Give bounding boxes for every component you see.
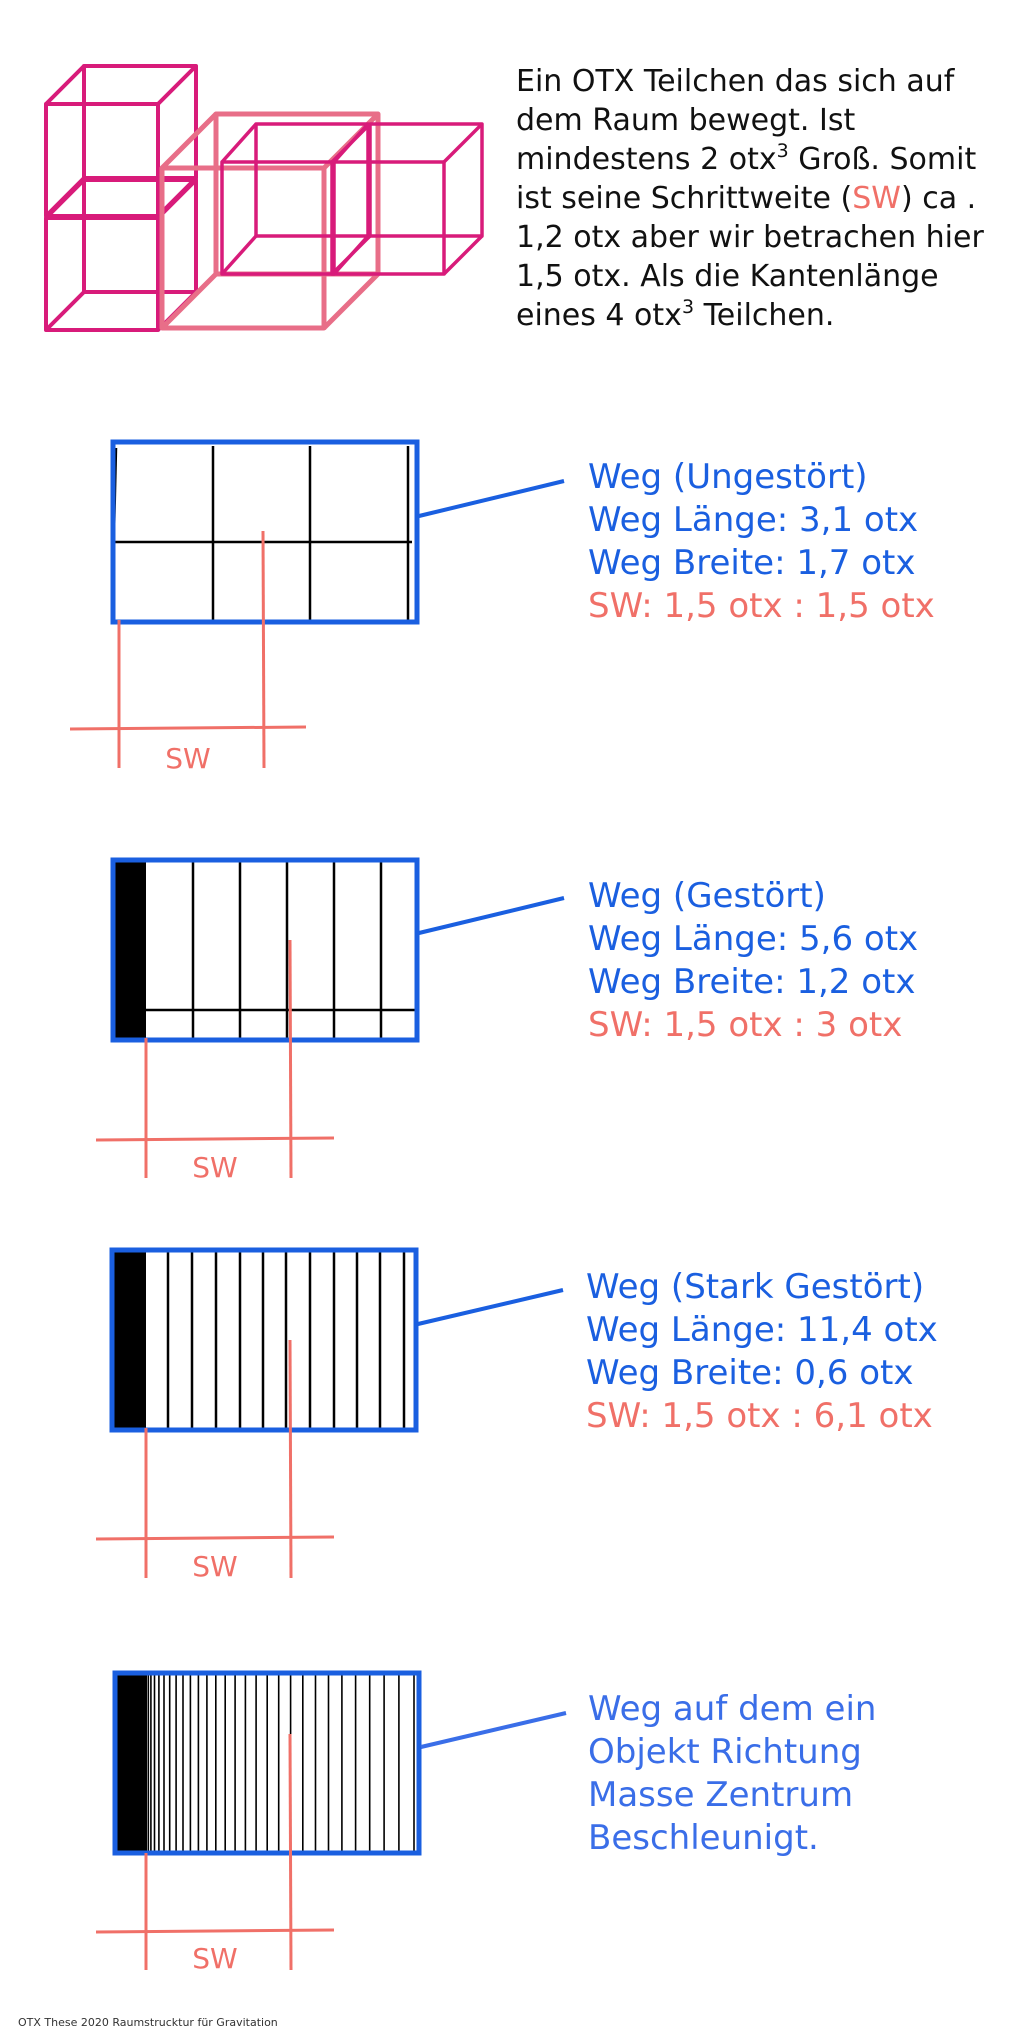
cubes-illustration xyxy=(44,64,484,332)
sw-label-undisturbed: SW xyxy=(165,742,210,775)
connector-line-undisturbed xyxy=(418,479,565,518)
sw-marker-disturbed xyxy=(95,939,335,1179)
path-dense-block-accelerated xyxy=(117,1675,147,1851)
intro-sw-highlight: SW xyxy=(852,181,901,216)
cube-far-right xyxy=(330,122,484,276)
intro-text-3: ) ca . 1,2 otx aber wir betrachen hier 1… xyxy=(516,181,984,333)
label-length: Weg Länge: 5,6 otx xyxy=(588,919,919,959)
cube-bottom-left xyxy=(44,178,198,332)
connector-line-strongly-disturbed xyxy=(417,1288,564,1326)
label-undisturbed: Weg (Ungestört) Weg Länge: 3,1 otx Weg B… xyxy=(588,456,935,628)
label-width: Weg Breite: 1,7 otx xyxy=(588,543,916,583)
panel-strongly-disturbed xyxy=(95,1247,564,1579)
label-title: Weg (Ungestört) xyxy=(588,457,868,497)
connector-line-accelerated xyxy=(420,1711,567,1749)
intro-text-4: Teilchen. xyxy=(694,298,835,333)
path-dense-block-disturbed xyxy=(114,862,146,1038)
intro-paragraph: Ein OTX Teilchen das sich auf dem Raum b… xyxy=(516,62,1016,335)
path-grid-strongly-disturbed xyxy=(166,1252,406,1428)
note-line: Masse Zentrum xyxy=(588,1775,854,1815)
path-frame-strongly-disturbed xyxy=(109,1247,419,1433)
label-sw-ratio: SW: 1,5 otx : 3 otx xyxy=(588,1005,903,1045)
label-strongly-disturbed: Weg (Stark Gestört) Weg Länge: 11,4 otx … xyxy=(586,1266,938,1438)
path-frame-undisturbed xyxy=(110,439,420,625)
path-frame-accelerated xyxy=(112,1670,422,1856)
sw-label-disturbed: SW xyxy=(192,1151,237,1184)
path-dense-block-strongly-disturbed xyxy=(114,1252,146,1428)
label-sw-ratio: SW: 1,5 otx : 6,1 otx xyxy=(586,1396,933,1436)
label-length: Weg Länge: 3,1 otx xyxy=(588,500,919,540)
label-title: Weg (Stark Gestört) xyxy=(586,1267,925,1307)
sw-marker-accelerated xyxy=(95,1733,335,1971)
label-title: Weg (Gestört) xyxy=(588,876,826,916)
label-width: Weg Breite: 1,2 otx xyxy=(588,962,916,1002)
label-accelerated: Weg auf dem ein Objekt Richtung Masse Ze… xyxy=(588,1688,876,1860)
path-grid-disturbed xyxy=(146,862,416,1038)
sw-label-accelerated: SW xyxy=(192,1942,237,1975)
panel-accelerated xyxy=(95,1670,567,1971)
intro-text-1: Ein OTX Teilchen das sich auf dem Raum b… xyxy=(516,64,955,177)
intro-superscript-1: 3 xyxy=(776,140,789,162)
panel-disturbed xyxy=(95,857,565,1179)
label-length: Weg Länge: 11,4 otx xyxy=(586,1310,938,1350)
intro-superscript-2: 3 xyxy=(681,296,695,318)
path-grid-accelerated xyxy=(147,1675,415,1851)
label-width: Weg Breite: 0,6 otx xyxy=(586,1353,914,1393)
sw-marker-strongly-disturbed xyxy=(95,1339,335,1579)
label-sw-ratio: SW: 1,5 otx : 1,5 otx xyxy=(588,586,935,626)
path-frame-disturbed xyxy=(110,857,420,1043)
connector-line-disturbed xyxy=(418,896,565,935)
sw-label-strongly-disturbed: SW xyxy=(192,1550,237,1583)
intro-text-2: Groß. Somit ist seine Schrittweite ( xyxy=(516,142,977,216)
note-line: Beschleunigt. xyxy=(588,1818,819,1858)
note-line: Weg auf dem ein xyxy=(588,1689,877,1729)
note-line: Objekt Richtung xyxy=(588,1732,862,1772)
footer-caption: OTX These 2020 Raumstrucktur für Gravita… xyxy=(18,2016,278,2029)
sw-marker-undisturbed xyxy=(69,530,307,769)
panel-undisturbed xyxy=(69,439,565,769)
label-disturbed: Weg (Gestört) Weg Länge: 5,6 otx Weg Bre… xyxy=(588,875,918,1047)
